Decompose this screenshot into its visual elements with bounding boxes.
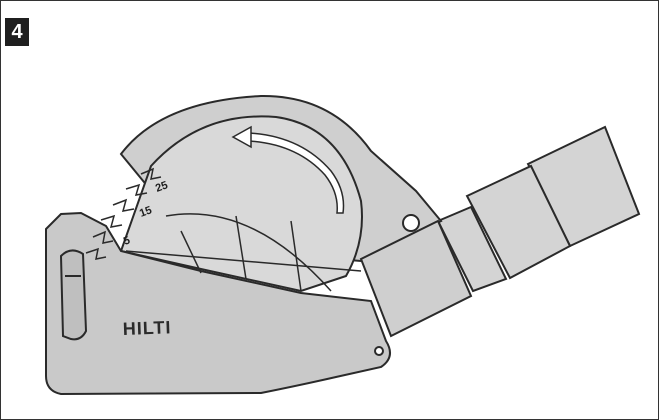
rotation-arrow-icon	[231, 125, 345, 214]
brand-logo: HILTI	[122, 317, 171, 339]
outlet-tube	[359, 219, 473, 338]
hood-body	[45, 94, 473, 396]
hose-segment-inner	[436, 205, 508, 293]
step-number-badge: 4	[5, 18, 29, 46]
front-clamp	[59, 249, 88, 341]
hose-connector	[436, 125, 641, 293]
scale-label-5: 5	[122, 234, 132, 247]
guard-lines	[125, 213, 362, 292]
depth-scale	[85, 167, 162, 260]
blade-guard	[119, 115, 363, 293]
scale-label-25: 25	[154, 179, 170, 194]
pivot-pin-upper	[402, 214, 420, 232]
hose-segment-middle	[465, 164, 572, 280]
lower-body	[45, 211, 391, 396]
scale-label-15: 15	[138, 204, 154, 219]
pivot-pin-lower	[374, 346, 384, 356]
pivot-pins	[374, 214, 420, 356]
